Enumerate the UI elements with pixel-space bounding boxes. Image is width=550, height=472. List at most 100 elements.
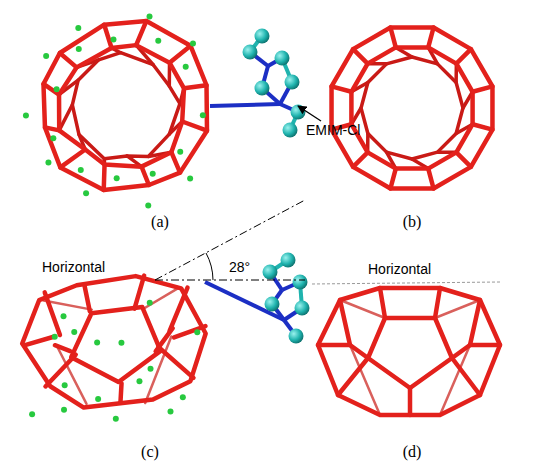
cage-bond: [318, 343, 350, 348]
green-atom: [168, 408, 174, 414]
emim-molecule: [210, 29, 306, 138]
cage-bond: [120, 383, 121, 402]
cage-bond: [101, 164, 106, 190]
cage-bond: [158, 347, 193, 378]
carbon-atom: [263, 265, 278, 280]
cage-bond: [332, 86, 352, 91]
cage-side-view: [22, 276, 205, 408]
cage-bond: [170, 46, 191, 63]
cage-bond: [390, 169, 395, 189]
cage-bond: [136, 21, 146, 45]
carbon-atom: [293, 275, 308, 290]
carbon-atom: [255, 29, 270, 44]
cage-bond: [104, 25, 111, 48]
carbon-atom: [289, 329, 304, 344]
cage-top-view: [43, 21, 207, 190]
carbon-atom: [295, 301, 310, 316]
green-atom: [54, 86, 60, 92]
carbon-atom: [243, 45, 258, 60]
cage-bond: [390, 28, 395, 48]
cage-bond: [350, 345, 368, 358]
green-atom: [190, 40, 196, 46]
cage-bond: [60, 150, 85, 168]
horizontal-reference-line: [312, 282, 500, 284]
green-atom: [183, 64, 189, 70]
cage-bond: [456, 152, 471, 167]
green-atom: [52, 334, 58, 340]
green-atom: [71, 329, 77, 335]
panel-label: (b): [403, 212, 422, 231]
cage-bond: [22, 276, 205, 407]
cage-bond: [456, 49, 471, 64]
green-atom: [43, 53, 49, 59]
emim-molecule: [205, 253, 310, 344]
green-atom: [62, 382, 68, 388]
cage-bond: [340, 300, 350, 345]
panel-label: (d): [403, 442, 422, 461]
cage-bond: [428, 169, 433, 189]
cage-bond: [351, 47, 472, 168]
carbon-atom: [265, 297, 280, 312]
tilt-line: [155, 200, 305, 280]
carbon-atom: [281, 253, 296, 268]
angle-label: 28°: [228, 259, 251, 276]
cage-bond: [171, 152, 180, 172]
green-atom: [187, 176, 193, 182]
green-atom: [78, 167, 84, 173]
cage-bond: [71, 307, 160, 382]
cage-bond: [45, 355, 75, 387]
cage-bond: [380, 288, 385, 318]
green-atom: [136, 378, 142, 384]
cage-bond: [332, 28, 493, 189]
green-atom: [76, 46, 82, 52]
green-atom: [200, 112, 206, 118]
cage-bond: [134, 276, 144, 309]
green-atom: [113, 416, 119, 422]
cage-side-view: [318, 288, 500, 415]
leader-arrow: [298, 106, 321, 121]
cage-bond: [473, 86, 493, 91]
green-atom: [147, 300, 153, 306]
cage-bond: [59, 45, 184, 167]
cage-bond: [361, 57, 463, 159]
cage-bond: [452, 345, 470, 358]
green-atom: [150, 171, 156, 177]
cage-bond: [435, 300, 480, 318]
reference-label: Horizontal: [42, 259, 105, 276]
carbon-atom: [255, 81, 270, 96]
cage-bond: [473, 124, 493, 129]
carbon-atom: [285, 75, 300, 90]
cage-bond: [182, 121, 207, 130]
carbon-atom: [283, 123, 298, 138]
cage-bond: [55, 345, 70, 351]
green-atom: [23, 112, 29, 118]
panel-label: (c): [141, 442, 159, 461]
cage-bond: [85, 286, 90, 312]
green-atom: [148, 366, 154, 372]
green-atom: [29, 411, 35, 417]
green-atom: [194, 329, 200, 335]
cage-bond: [43, 21, 207, 190]
cage-bond: [452, 358, 480, 395]
horizontal-reference-line: [155, 280, 305, 281]
green-atom: [61, 313, 67, 319]
cage-bond: [470, 343, 500, 348]
green-atom: [94, 340, 100, 346]
cage-bond: [45, 127, 59, 130]
green-atom: [145, 203, 151, 209]
molecule-label: EMIM-Cl: [306, 122, 360, 139]
cage-link-bond: [210, 104, 280, 106]
cage-top-view: [332, 28, 493, 189]
cage-bond: [72, 53, 180, 159]
green-atom: [61, 407, 67, 413]
cage-bond: [353, 152, 368, 167]
green-atom: [50, 135, 56, 141]
cage-bond: [174, 326, 205, 337]
cage-bond: [25, 337, 54, 345]
cage-bond: [470, 300, 480, 345]
cage-bond: [428, 28, 433, 48]
green-atom: [114, 175, 120, 181]
angle-arc: [206, 253, 213, 280]
